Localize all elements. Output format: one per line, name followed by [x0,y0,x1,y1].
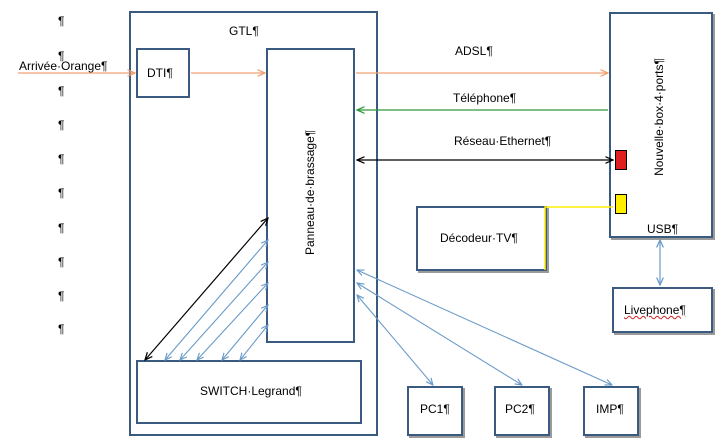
pilcrow: ¶ [58,14,65,28]
tv-wire [544,206,613,270]
pilcrow: ¶ [58,84,65,98]
telephone-label: Téléphone¶ [453,91,517,105]
panel-switch-black-wire [145,218,268,360]
panel-imp-wire [357,270,612,385]
livephone-label: Livephone¶ [624,303,686,317]
new-box-label: Nouvelle·box·4·ports¶ [652,58,666,176]
gtl-label: GTL¶ [229,24,259,38]
pilcrow: ¶ [58,322,65,336]
panel-pc1-wire [357,295,433,385]
pilcrow: ¶ [58,186,65,200]
pilcrow: ¶ [58,289,65,303]
pilcrow: ¶ [58,255,65,269]
switch-box [136,360,362,424]
pilcrow: ¶ [58,49,65,63]
usb-label: USB¶ [647,222,679,236]
panel-switch-wire [197,283,268,360]
incoming-orange-label: Arrivée·Orange¶ [19,59,108,73]
patch-panel-box [266,48,355,343]
pilcrow: ¶ [58,152,65,166]
dti-label: DTI¶ [147,66,173,80]
adsl-label: ADSL¶ [455,44,493,58]
pc1-label: PC1¶ [420,402,450,416]
yellow-tv-port [615,194,627,214]
dti-box [136,48,190,98]
red-ethernet-port [615,150,627,170]
panel-switch-wire [180,262,268,360]
ethernet-label: Réseau·Ethernet¶ [454,134,552,148]
imp-label: IMP¶ [596,402,624,416]
patch-panel-label: Panneau·de·brassage¶ [303,129,317,255]
pilcrow: ¶ [58,221,65,235]
panel-switch-wire [240,325,268,360]
pc2-box [494,386,550,436]
panel-switch-wire [222,305,268,360]
pc1-box [407,386,463,436]
imp-box [583,386,639,436]
panel-pc2-wire [357,283,522,385]
pc2-label: PC2¶ [505,402,535,416]
pilcrow: ¶ [58,118,65,132]
tv-decoder-label: Décodeur·TV¶ [440,231,518,245]
switch-label: SWITCH·Legrand¶ [200,384,302,398]
